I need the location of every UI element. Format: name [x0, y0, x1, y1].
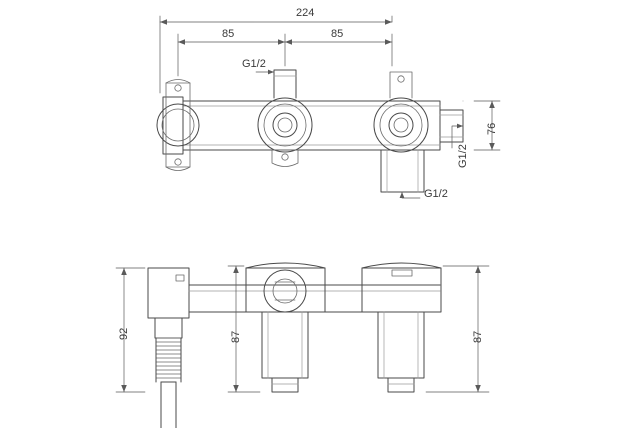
dim-depth-76: 76 — [486, 122, 498, 135]
top-view-dimensions — [159, 15, 501, 199]
front-view-geometry — [147, 262, 442, 428]
callout-right-side-thread: G1/2 — [457, 144, 469, 168]
callout-outlet-bottom-thread: G1/2 — [424, 188, 448, 200]
dim-center-body-height-87: 87 — [230, 330, 242, 343]
dim-right-span-85: 85 — [331, 28, 344, 40]
front-view-dimensions — [115, 265, 490, 393]
dim-left-outlet-height-92: 92 — [118, 327, 130, 340]
callout-inlet-top-thread: G1/2 — [242, 58, 266, 70]
top-view-geometry — [156, 69, 464, 193]
dim-overall-width-224: 224 — [296, 7, 315, 19]
dim-right-body-height-87: 87 — [472, 330, 484, 343]
dim-left-span-85: 85 — [222, 28, 235, 40]
